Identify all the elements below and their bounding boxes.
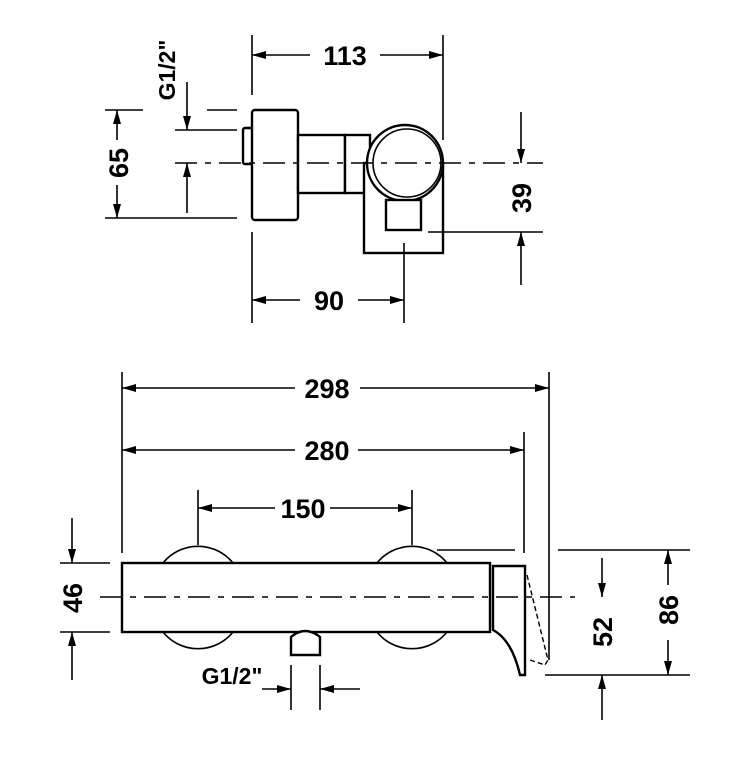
dim-39: 39	[507, 183, 537, 213]
connector-pipe	[296, 133, 347, 195]
thread-label-top: G1/2"	[154, 40, 180, 101]
lever-handle-rotated	[526, 574, 549, 666]
rosette-right-bottom	[376, 631, 448, 650]
thread-label-bottom: G1/2"	[202, 663, 263, 689]
outlet	[289, 629, 322, 657]
dim-46: 46	[58, 583, 88, 613]
dim-113: 113	[323, 41, 367, 71]
dim-90: 90	[314, 286, 344, 316]
rosette-right-top	[376, 545, 448, 564]
dim-86: 86	[654, 595, 684, 625]
wall-rosette	[250, 108, 300, 222]
rosette-left-bottom	[162, 631, 234, 650]
dim-150: 150	[280, 494, 325, 524]
dim-65: 65	[104, 148, 134, 178]
dim-280: 280	[304, 436, 349, 466]
dim-52: 52	[588, 617, 618, 647]
dim-298: 298	[304, 374, 349, 404]
top-view: 113 90 65 G1/2" 39	[104, 35, 543, 323]
lever-handle	[491, 564, 527, 677]
rosette-left-top	[162, 545, 234, 564]
outlet-stem	[384, 198, 423, 232]
front-view: 298 280 150 46 G1/2" 86 52	[58, 372, 690, 720]
